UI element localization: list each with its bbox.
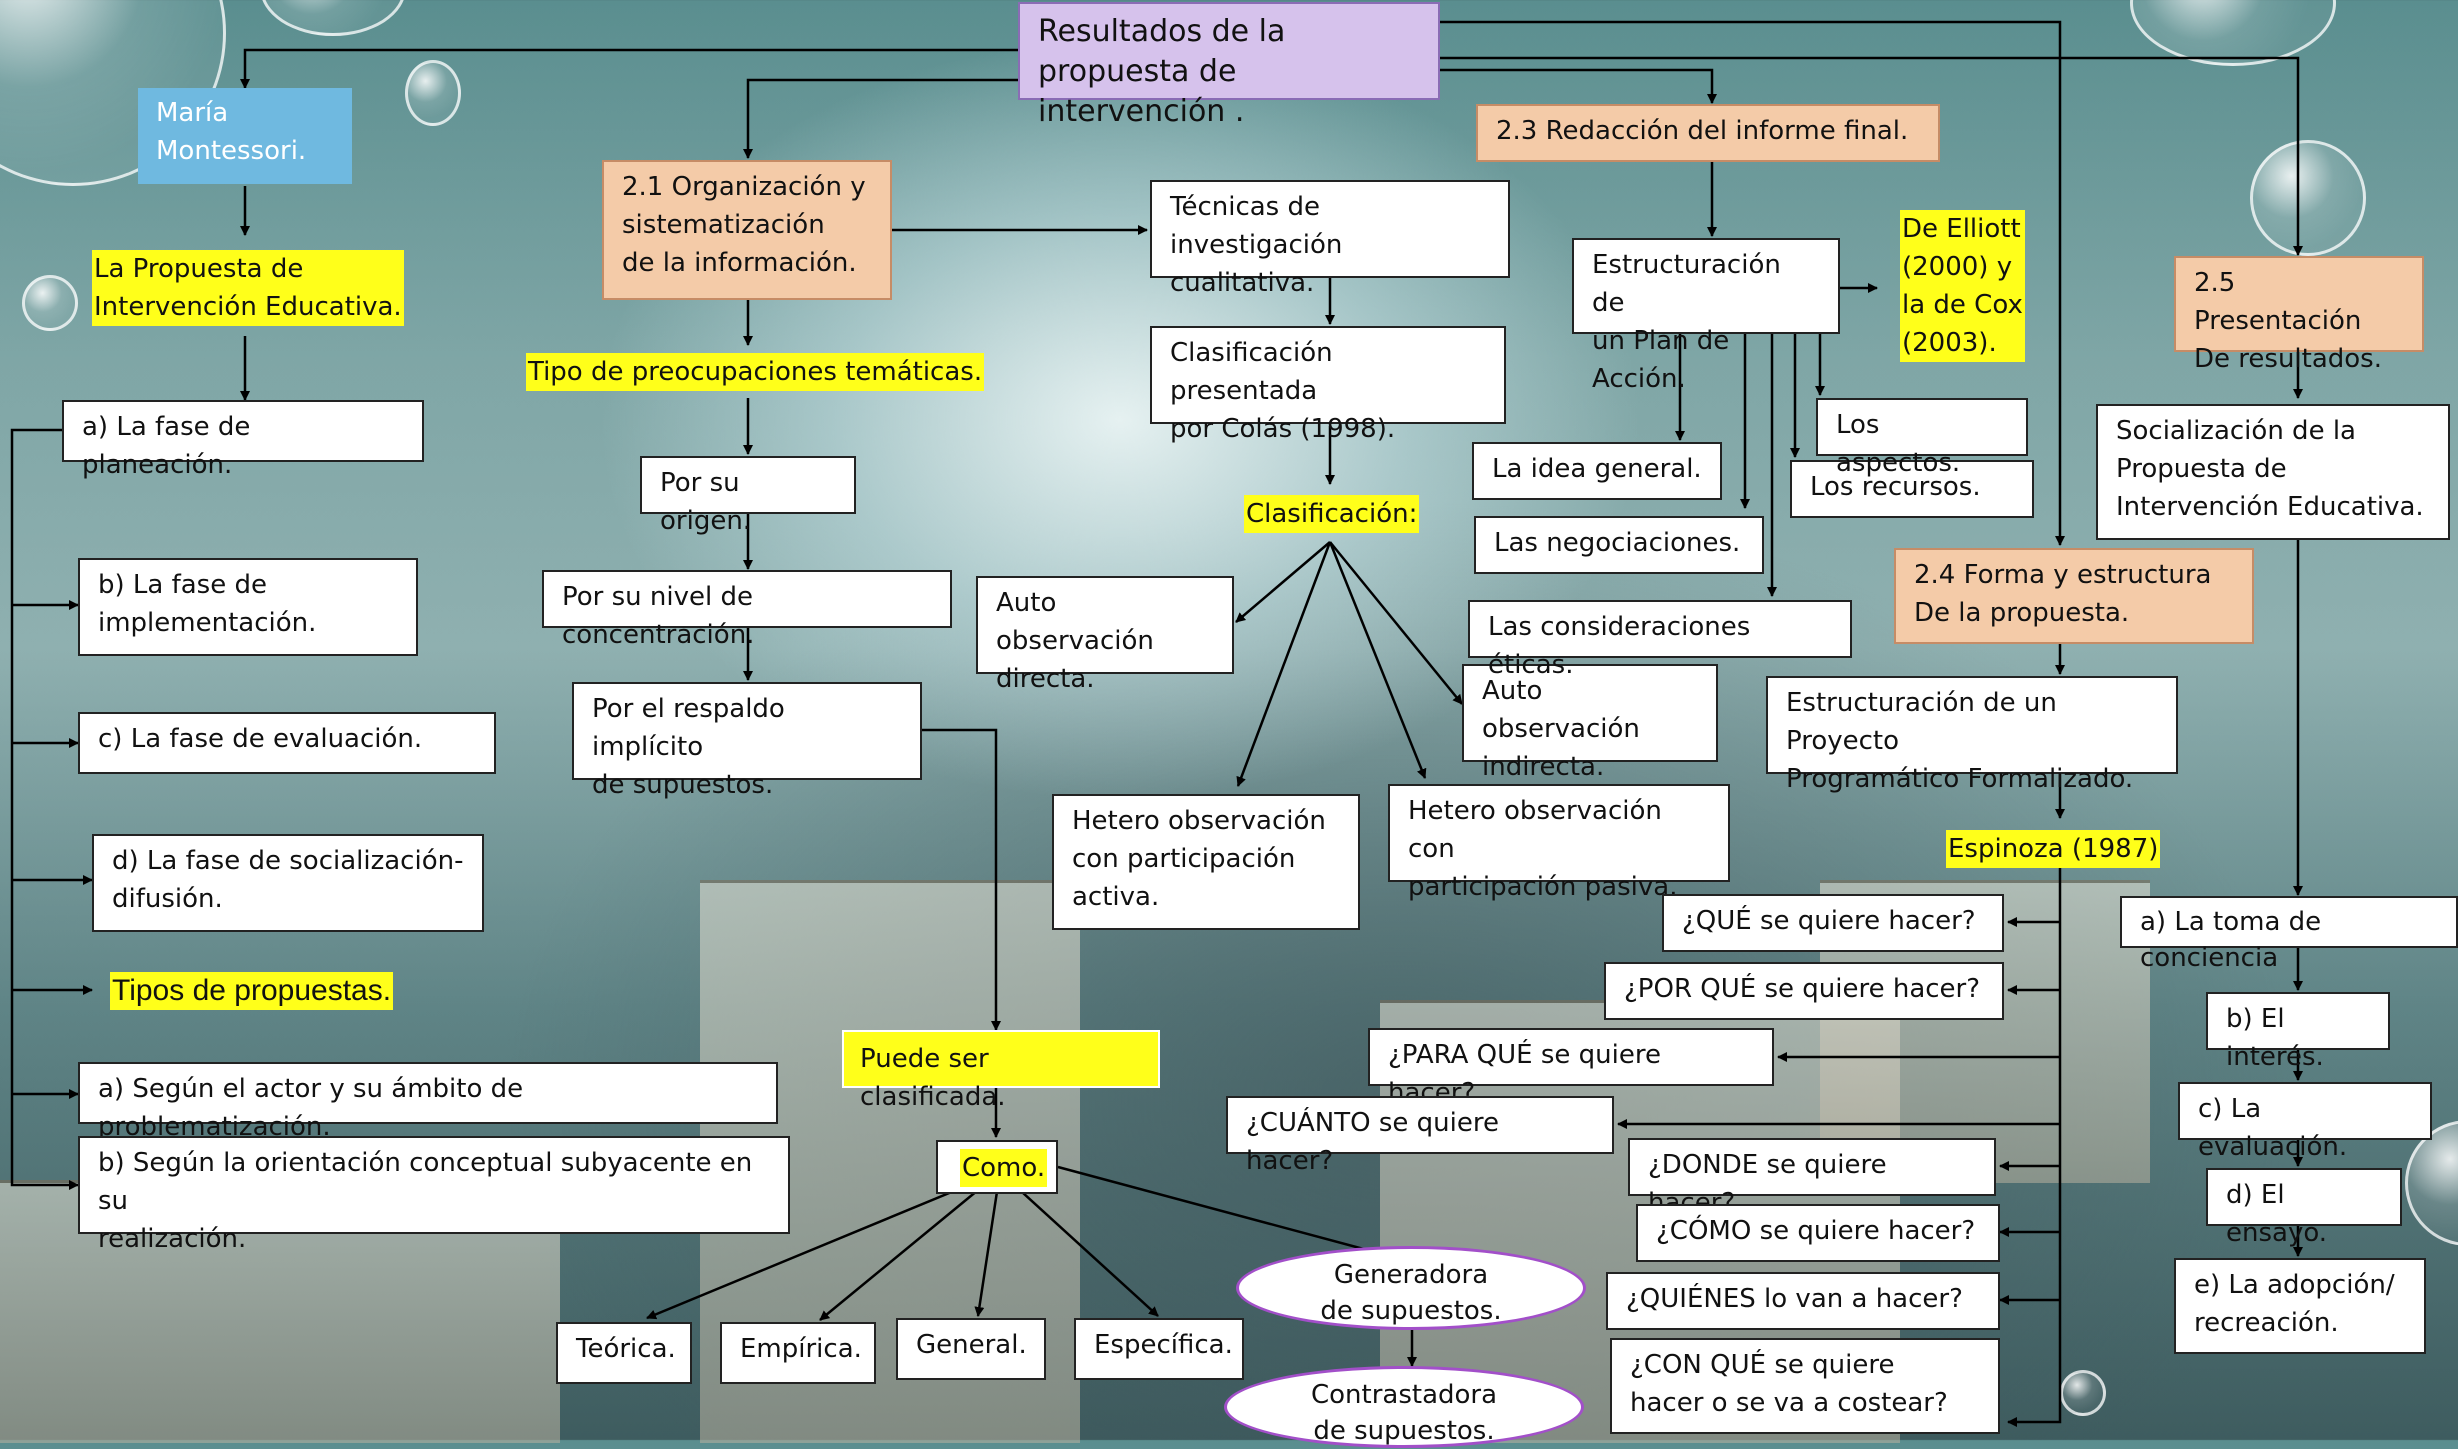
pregunta-cuanto-box: ¿CUÁNTO se quiere hacer? <box>1226 1096 1614 1176</box>
aspectos-box: Los aspectos. <box>1816 398 2028 478</box>
como-label: Como. <box>960 1149 1048 1187</box>
adopcion-box: e) La adopción/ recreación. <box>2174 1258 2426 1354</box>
bubble-decoration <box>405 60 461 126</box>
general-box: General. <box>896 1318 1046 1380</box>
clasificacion-label: Clasificación: <box>1244 495 1420 533</box>
como-frame: Como. <box>936 1140 1058 1194</box>
pregunta-quienes-box: ¿QUIÉNES lo van a hacer? <box>1606 1272 2000 1330</box>
consideraciones-eticas-box: Las consideraciones éticas. <box>1468 600 1852 680</box>
ensayo-box: d) El ensayo. <box>2206 1168 2402 1248</box>
recursos-box: Los recursos. <box>1790 460 2034 518</box>
interes-box: b) El interés. <box>2206 992 2390 1072</box>
redaccion-box: 2.3 Redacción del informe final. <box>1476 104 1940 162</box>
fase-socializacion-box: d) La fase de socialización- difusión. <box>92 834 484 932</box>
tecnicas-box: Técnicas de investigación cualitativa. <box>1150 180 1510 298</box>
montessori-box: María Montessori. <box>138 88 352 184</box>
fase-evaluacion-box: c) La fase de evaluación. <box>78 712 496 774</box>
auto-observacion-indirecta-box: Auto observación indirecta. <box>1462 664 1718 782</box>
proyecto-programatico-box: Estructuración de un Proyecto Programáti… <box>1766 676 2178 794</box>
idea-general-box: La idea general. <box>1472 442 1722 500</box>
auto-observacion-directa-box: Auto observación directa. <box>976 576 1234 694</box>
pregunta-donde-box: ¿DONDE se quiere hacer? <box>1628 1138 1996 1218</box>
tipos-propuestas-label: Tipos de propuestas. <box>110 972 394 1010</box>
presentacion-box: 2.5 Presentación De resultados. <box>2174 256 2424 374</box>
especifica-box: Específica. <box>1074 1318 1244 1380</box>
puede-clasificada-label: Puede ser clasificada. <box>842 1030 1160 1112</box>
forma-estructura-box: 2.4 Forma y estructura De la propuesta. <box>1894 548 2254 644</box>
pregunta-por-que-box: ¿POR QUÉ se quiere hacer? <box>1604 962 2004 1020</box>
elliott-cox-label: De Elliott (2000) y la de Cox (2003). <box>1900 210 2025 362</box>
propuesta-intervencion-label: La Propuesta de Intervención Educativa. <box>92 250 404 326</box>
evaluacion-etapa-box: c) La evaluación. <box>2178 1082 2432 1162</box>
fase-implementacion-box: b) La fase de implementación. <box>78 558 418 656</box>
por-nivel-box: Por su nivel de concentración. <box>542 570 952 650</box>
bubble-decoration <box>22 275 78 331</box>
generadora-supuestos-oval: Generadora de supuestos. <box>1236 1246 1586 1330</box>
pregunta-para-que-box: ¿PARA QUÉ se quiere hacer? <box>1368 1028 1774 1108</box>
pregunta-con-que-box: ¿CON QUÉ se quiere hacer o se va a coste… <box>1610 1338 2000 1434</box>
bubble-decoration <box>2060 1370 2106 1416</box>
negociaciones-box: Las negociaciones. <box>1474 516 1764 574</box>
espinoza-label: Espinoza (1987) <box>1946 830 2161 868</box>
clasificacion-colas-box: Clasificación presentada por Colás (1998… <box>1150 326 1506 444</box>
organizacion-box: 2.1 Organización y sistematización de la… <box>602 160 892 300</box>
pregunta-como-box: ¿CÓMO se quiere hacer? <box>1636 1204 2000 1262</box>
hetero-activa-box: Hetero observación con participación act… <box>1052 794 1360 930</box>
contrastadora-supuestos-oval: Contrastadora de supuestos. <box>1224 1366 1584 1448</box>
plan-accion-box: Estructuración de un Plan de Acción. <box>1572 238 1840 394</box>
toma-conciencia-box: a) La toma de conciencia <box>2120 896 2458 973</box>
puede-clasificada-frame: Puede ser clasificada. <box>842 1030 1160 1112</box>
segun-orientacion-box: b) Según la orientación conceptual subya… <box>78 1136 790 1254</box>
hetero-pasiva-box: Hetero observación con participación pas… <box>1388 784 1730 902</box>
socializacion-propuesta-box: Socialización de la Propuesta de Interve… <box>2096 404 2450 540</box>
empirica-box: Empírica. <box>720 1322 876 1384</box>
bubble-decoration <box>2250 140 2366 256</box>
segun-actor-box: a) Según el actor y su ámbito de problem… <box>78 1062 778 1142</box>
por-origen-box: Por su origen. <box>640 456 856 536</box>
pregunta-que-box: ¿QUÉ se quiere hacer? <box>1662 894 2004 952</box>
por-respaldo-box: Por el respaldo implícito de supuestos. <box>572 682 922 800</box>
fase-planeacion-box: a) La fase de planeación. <box>62 400 424 480</box>
title-box: Resultados de la propuesta de intervenci… <box>1018 2 1440 129</box>
tipo-preocupaciones-label: Tipo de preocupaciones temáticas. <box>526 353 985 391</box>
teorica-box: Teórica. <box>556 1322 692 1384</box>
